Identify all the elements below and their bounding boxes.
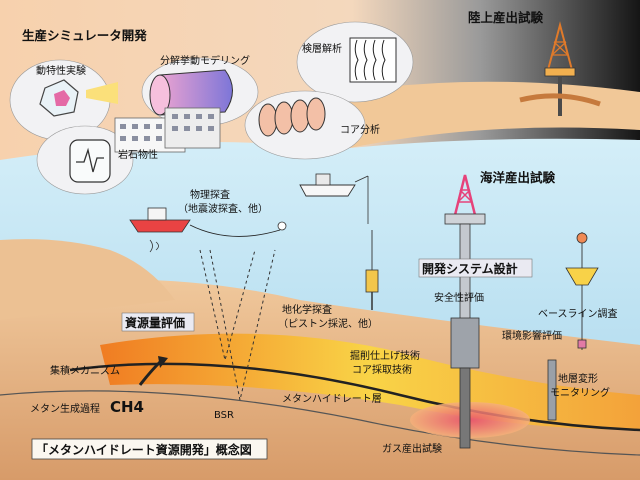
label-geochemical-survey: 地化学探査 — [282, 303, 332, 316]
label-seismic-survey: （地震波探査、他） — [178, 202, 268, 215]
label-deformation-monitoring-2: モニタリング — [550, 386, 610, 399]
label-piston-sampling: （ピストン採泥、他） — [278, 317, 378, 330]
label-decomposition-modeling: 分解挙動モデリング — [160, 54, 250, 67]
seismic-rays — [199, 249, 276, 401]
waveform-icon — [76, 147, 104, 173]
label-production-simulator: 生産シミュレータ開発 — [22, 28, 147, 43]
geochem-ship-icon — [299, 173, 369, 224]
label-core-sampling-tech: コア採取技術 — [352, 363, 412, 376]
onshore-rig-icon — [519, 21, 601, 116]
label-core-analysis: コア分析 — [340, 123, 380, 136]
log-curves-icon — [354, 39, 386, 81]
coastal-slope — [0, 239, 175, 320]
sonar-wave-icon — [149, 239, 159, 253]
label-baseline-survey: ベースライン調査 — [538, 307, 618, 320]
label-drilling-tech: 掘削仕上げ技術 — [350, 349, 420, 362]
label-dynamic-experiment: 動特性実験 — [36, 64, 86, 77]
caption-box — [31, 438, 268, 460]
piston-corer-icon — [365, 230, 379, 310]
label-rock-properties: 岩石物性 — [118, 148, 158, 161]
label-bsr: BSR — [214, 410, 234, 421]
label-geophysical-survey: 物理探査 — [190, 188, 230, 201]
label-onshore-test: 陸上産出試験 — [468, 10, 544, 25]
accumulation-arrow — [138, 360, 162, 386]
label-methane-generation: メタン生成過程 — [30, 402, 100, 415]
label-well-log-analysis: 検層解析 — [302, 42, 342, 55]
crystal-core — [54, 90, 70, 106]
label-deformation-monitoring-1: 地層変形 — [558, 372, 598, 385]
resource-eval-box — [121, 312, 195, 332]
monitoring-well-icon — [547, 359, 557, 421]
label-hydrate-layer: メタンハイドレート層 — [282, 393, 382, 405]
label-offshore-test: 海洋産出試験 — [480, 170, 556, 185]
label-system-design: 開発システム設計 — [422, 261, 518, 276]
research-buildings-icon — [114, 107, 221, 153]
caption-text: 「メタンハイドレート資源開発」概念図 — [36, 442, 252, 457]
strata-line — [0, 390, 640, 456]
accumulation-arrowhead — [158, 356, 168, 368]
system-design-box — [418, 258, 533, 278]
well-log-chart-icon — [349, 37, 397, 83]
land-strip — [330, 81, 640, 150]
label-accumulation-mechanism: 集積メカニズム — [50, 364, 120, 377]
cylinder-face — [149, 74, 171, 116]
baseline-buoy-icon — [565, 232, 599, 350]
beam-icon — [86, 82, 118, 104]
label-environmental-impact: 環境影響評価 — [502, 329, 562, 342]
label-gas-production-test: ガス産出試験 — [382, 442, 442, 455]
label-resource-evaluation: 資源量評価 — [125, 315, 185, 330]
label-safety-evaluation: 安全性評価 — [434, 291, 484, 304]
core-samples-icon — [258, 97, 326, 137]
survey-ship-icon — [129, 207, 287, 237]
label-ch4: CH4 — [110, 398, 144, 416]
